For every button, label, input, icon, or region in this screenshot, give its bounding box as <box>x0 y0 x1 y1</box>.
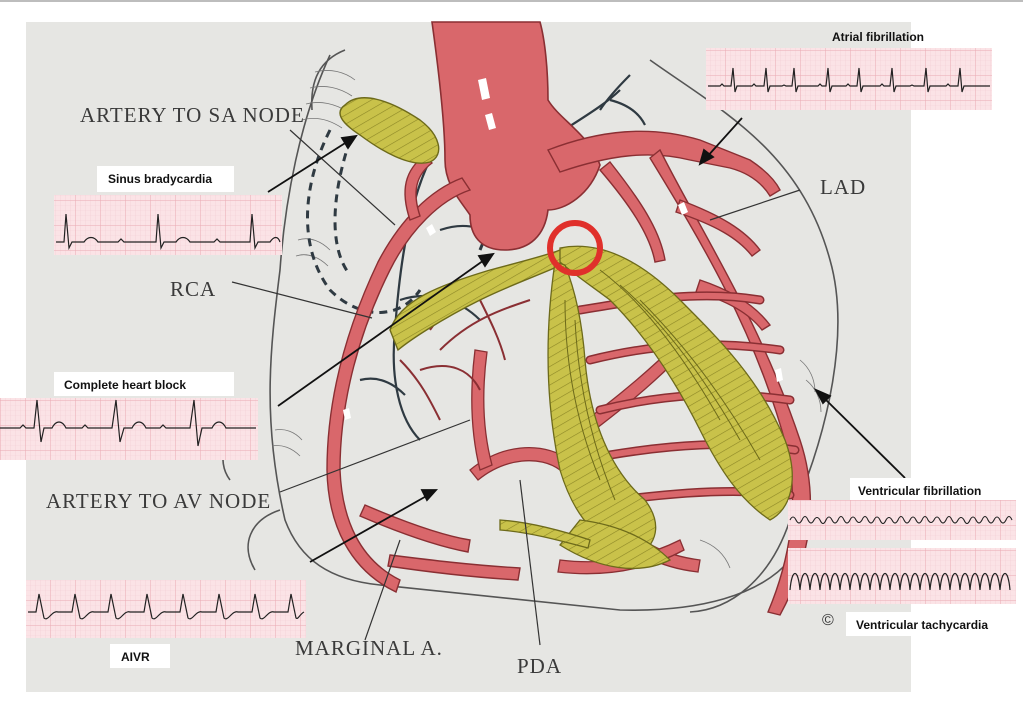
dashed-path-left-inner <box>333 139 352 276</box>
ecg-trace <box>0 399 256 447</box>
ecg-trace <box>789 515 1013 525</box>
aorta-highlight-2 <box>485 113 496 130</box>
label-pda: PDA <box>517 654 562 678</box>
caption-box <box>54 372 234 396</box>
ecg-grid <box>706 48 992 110</box>
caption-ventricular-tachycardia: Ventricular tachycardia <box>856 618 988 632</box>
label-rca: RCA <box>170 277 216 301</box>
caption-box <box>110 644 170 668</box>
ecg-trace <box>789 572 1011 591</box>
bundle-fiber-lines <box>564 269 761 501</box>
label-lad: LAD <box>820 175 866 199</box>
sa-node <box>339 97 440 164</box>
caption-atrial-fibrillation: Atrial fibrillation <box>832 30 924 44</box>
caption-box <box>850 478 1010 502</box>
caption-sinus-bradycardia: Sinus bradycardia <box>108 172 212 186</box>
label-marginal-artery: MARGINAL A. <box>295 636 443 660</box>
av-node-highlight-circle <box>547 220 603 276</box>
heart-outline <box>222 49 839 613</box>
ecg-aivr: AIVR <box>26 580 306 668</box>
caption-complete-heart-block: Complete heart block <box>64 378 186 392</box>
arrows <box>267 117 906 563</box>
ecg-grid <box>26 580 306 638</box>
aorta <box>431 21 601 251</box>
copyright-mark: © <box>822 612 834 629</box>
ecg-trace <box>56 213 281 251</box>
bundle-branches <box>499 245 793 569</box>
caption-box <box>97 166 234 192</box>
ecg-trace <box>708 67 990 93</box>
leader-lines <box>231 129 801 646</box>
label-artery-to-sa-node: ARTERY TO SA NODE <box>80 103 305 127</box>
aorta-highlight <box>478 78 490 100</box>
ecg-trace <box>28 593 305 620</box>
ecg-atrial-fibrillation: Atrial fibrillation <box>706 30 992 110</box>
right-coronary-artery <box>326 154 521 593</box>
vessel-highlights <box>343 202 783 420</box>
ecg-grid <box>0 398 258 460</box>
top-rule <box>0 0 1023 2</box>
label-artery-to-av-node: ARTERY TO AV NODE <box>46 489 271 513</box>
ecg-complete-heart-block: Complete heart block <box>0 372 258 460</box>
ecg-ventricular-fibrillation: Ventricular fibrillation <box>788 478 1016 540</box>
caption-aivr: AIVR <box>121 650 150 664</box>
caption-ventricular-fibrillation: Ventricular fibrillation <box>858 484 981 498</box>
ecg-ventricular-tachycardia: Ventricular tachycardia <box>788 548 1016 636</box>
ecg-grid <box>788 548 1016 604</box>
ecg-sinus-bradycardia: Sinus bradycardia <box>54 166 282 255</box>
ecg-grid <box>54 195 282 255</box>
caption-box <box>846 612 1016 636</box>
